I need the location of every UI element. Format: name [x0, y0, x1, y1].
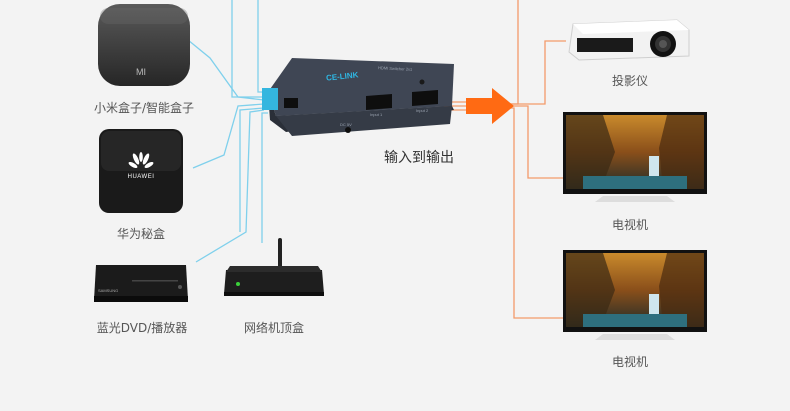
- huawei-logo: HUAWEI: [127, 174, 155, 180]
- tv-device-1: [563, 112, 707, 204]
- samsung-logo: SAMSUNG: [98, 288, 119, 293]
- projector-device: [567, 18, 693, 64]
- input-label-bluray: 蓝光DVD/播放器: [96, 321, 188, 335]
- huawei-box-device: HUAWEI: [98, 128, 184, 214]
- output-label-tv-2: 电视机: [611, 355, 648, 369]
- input-label-set-top-box: 网络机顶盒: [243, 321, 304, 335]
- switch-port-label-2: Input 2: [416, 108, 429, 113]
- tv-device-2: [563, 250, 707, 342]
- switch-power-label: DC 5V: [340, 122, 352, 127]
- input-label-mi-box: 小米盒子/智能盒子: [93, 101, 195, 115]
- switch-port-label-1: Input 1: [370, 112, 383, 117]
- flow-caption: 输入到输出: [384, 150, 454, 166]
- input-label-huawei: 华为秘盒: [116, 227, 165, 241]
- output-label-projector: 投影仪: [611, 74, 648, 88]
- hdmi-switch-device: CE-LINK HDMI Switcher 2x1 Input 1 Input …: [262, 54, 462, 138]
- mi-logo: MI: [136, 67, 146, 77]
- set-top-box-device: [222, 238, 326, 300]
- mi-box-device: MI: [96, 2, 192, 88]
- bluray-player-device: SAMSUNG: [92, 262, 190, 304]
- output-label-tv-1: 电视机: [611, 218, 648, 232]
- arrow-right-icon: [466, 88, 514, 124]
